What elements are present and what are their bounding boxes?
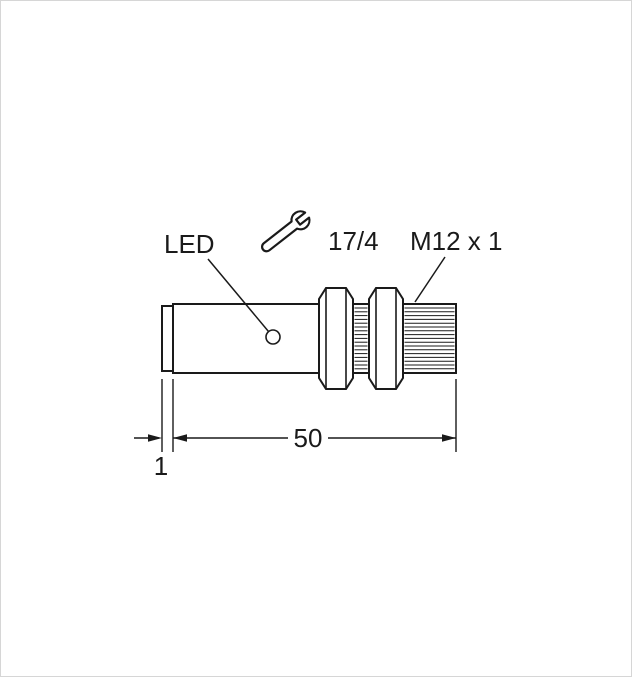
hex-nut-1 [318, 287, 354, 390]
hex-nut-2 [368, 287, 404, 390]
dimension-line-50 [173, 434, 456, 442]
sensor-front-cap [161, 305, 174, 372]
led-indicator-circle [265, 329, 281, 345]
thread-spec-label: M12 x 1 [410, 226, 503, 256]
dim-1-arrow [148, 434, 162, 442]
wrench-icon-path [261, 210, 311, 253]
led-label: LED [164, 229, 215, 259]
dimension-line-1 [134, 434, 162, 442]
wrench-size-label: 17/4 [328, 226, 379, 256]
dim-50-arrow-right [442, 434, 456, 442]
thread-hatch-right [404, 307, 455, 370]
hex-nut-1-body [318, 287, 354, 390]
thread-leader-line [414, 256, 446, 303]
dim-50-arrow-left [173, 434, 187, 442]
sensor-body-group [161, 287, 457, 390]
dimension-extension-lines [161, 379, 457, 452]
dimension-1-value: 1 [154, 451, 168, 481]
thread-hatch-middle [354, 307, 368, 370]
wrench-icon [261, 210, 311, 253]
dimension-50-value: 50 [294, 423, 323, 453]
led-leader-line [207, 258, 270, 332]
hex-nut-2-body [368, 287, 404, 390]
